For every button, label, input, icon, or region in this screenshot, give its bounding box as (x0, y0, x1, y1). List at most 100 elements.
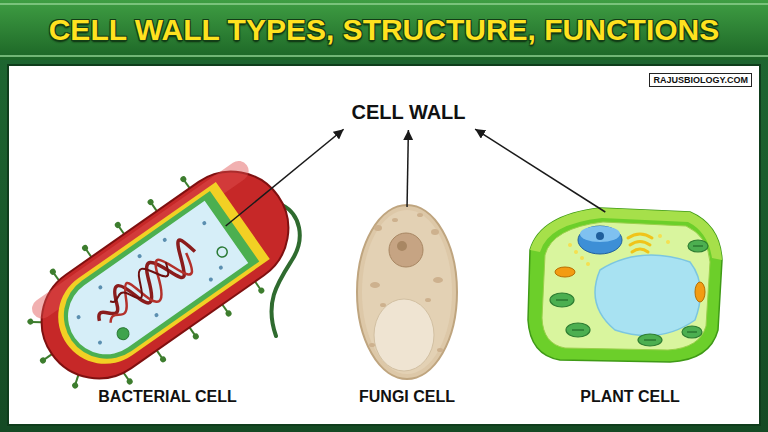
er-dots (666, 240, 670, 244)
green-layer (47, 191, 259, 376)
chloroplast-stripes (644, 340, 656, 341)
nucleoid (105, 255, 174, 313)
plasmid (215, 245, 229, 259)
cell-wall-label: CELL WALL (343, 97, 474, 128)
bacterial-cell (1, 139, 318, 419)
organelles (417, 213, 423, 217)
ribosomes (76, 314, 82, 320)
yellow-layer (40, 182, 270, 382)
pili (160, 357, 166, 363)
ribosomes (208, 277, 214, 283)
title-text: CELL WALL TYPES, STRUCTURE, FUNCTIONS (49, 13, 720, 47)
band-line (0, 3, 768, 5)
cell-name: FUNGI CELL (359, 388, 455, 406)
chloroplasts (550, 240, 708, 346)
bacterial-cell-node: BACTERIAL CELL (40, 226, 295, 406)
nucleoid (88, 236, 204, 332)
organelles (374, 225, 382, 231)
white-panel (8, 65, 760, 425)
chloroplast-stripes (572, 330, 584, 331)
er-dots (580, 256, 584, 260)
organelles (392, 218, 398, 222)
bacterium-body (1, 139, 318, 419)
ribosomes (97, 340, 103, 346)
ribosomes (162, 237, 168, 243)
fungi-cell (357, 205, 457, 379)
ribosomes (202, 220, 208, 226)
er-dots (568, 243, 572, 247)
pili (82, 245, 88, 251)
cytoplasm (53, 201, 248, 369)
er-dots (568, 234, 670, 266)
fungal-cytoplasm (362, 210, 452, 374)
chloroplasts (550, 293, 574, 307)
golgi (630, 242, 650, 246)
pili (127, 379, 133, 385)
nucleolus (596, 232, 604, 240)
er-dots (658, 234, 662, 238)
chloroplasts (566, 323, 590, 337)
chloroplast-stripes (556, 246, 703, 340)
chloroplasts (682, 326, 702, 338)
callout-label: CELL WALL (351, 101, 465, 124)
pointer-arrow (226, 129, 344, 226)
er-dots (586, 262, 590, 266)
pili (181, 176, 187, 182)
plant-cell-node: PLANT CELL (535, 212, 725, 406)
chloroplast-stripes (687, 332, 697, 333)
nucleus-top (580, 226, 620, 242)
vacuole (374, 299, 434, 371)
pili (72, 383, 78, 389)
cell-name: BACTERIAL CELL (98, 388, 236, 406)
pili (148, 199, 154, 205)
pili (115, 222, 121, 228)
nucleolus (397, 241, 407, 251)
title-banner: CELL WALL TYPES, STRUCTURE, FUNCTIONS (0, 0, 768, 60)
mitochondria (695, 282, 705, 302)
nucleoid (96, 244, 200, 331)
organelles (369, 343, 375, 347)
organelles (425, 298, 431, 302)
pili (193, 334, 199, 340)
chloroplast-stripes (693, 246, 703, 247)
golgi (628, 234, 652, 238)
chloroplasts (688, 240, 708, 252)
pili (28, 319, 34, 325)
plasmid (115, 325, 132, 342)
mitochondria (555, 267, 705, 302)
er-dots (574, 250, 578, 254)
pili (259, 288, 265, 294)
cell-name: PLANT CELL (580, 388, 680, 406)
nucleus (389, 233, 423, 267)
vacuole (595, 255, 700, 336)
plant-cell (528, 208, 722, 362)
pointer-arrow (475, 129, 605, 212)
pili (40, 358, 46, 364)
organelles (433, 277, 443, 283)
organelles (437, 348, 443, 352)
chloroplast-stripes (556, 300, 568, 301)
band-line (0, 55, 768, 57)
pili (50, 269, 56, 275)
pointer-arrow (407, 130, 408, 207)
nucleus (578, 226, 622, 254)
title-band (0, 0, 768, 60)
organelles (369, 213, 443, 352)
ribosomes (98, 285, 104, 291)
ribosomes (154, 312, 160, 318)
ribosomes (218, 265, 224, 271)
golgi (628, 234, 652, 252)
plant-wall (528, 208, 722, 362)
organelles (370, 282, 380, 288)
mitochondria (555, 267, 575, 277)
organelles (431, 229, 439, 235)
golgi (632, 249, 648, 252)
ribosomes (137, 253, 143, 259)
